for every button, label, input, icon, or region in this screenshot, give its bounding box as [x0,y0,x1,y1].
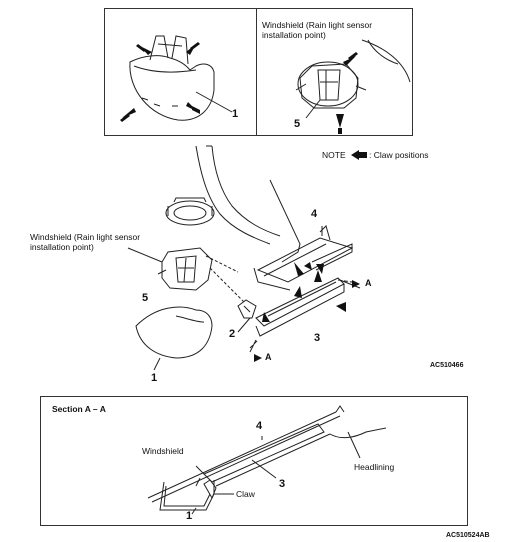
top-left-part-1-label: 1 [232,108,239,120]
section-title: Section A – A [52,404,106,414]
windshield-outline [195,145,301,263]
bracket-top-right-drawing [295,39,411,119]
section-part-1-label: 1 [186,510,193,522]
section-marker-right: A [365,278,372,288]
section-headlining-label: Headlining [354,462,395,472]
cover-top-left-drawing [129,35,233,121]
part-1-drawing [135,306,213,371]
claw-arrows-top-right [336,52,358,134]
section-claw-label: Claw [236,489,255,499]
note-label: NOTE [322,150,346,160]
main-windshield-label-line2: installation point) [30,242,94,252]
section-a-a-drawing [147,405,387,515]
top-right-part-5-label: 5 [294,118,301,130]
part-3-drawing [255,277,345,337]
section-marker-left: A [265,352,272,362]
main-part-3-label: 3 [314,332,321,344]
section-frame [40,396,468,526]
claw-arrows-top-left [120,42,200,122]
main-part-2-label: 2 [229,328,236,340]
note-text: : Claw positions [369,150,429,160]
top-panel-divider [256,8,257,135]
footer-figure-code: AC510524AB [446,532,490,539]
top-right-windshield-label-line1: Windshield (Rain light sensor [262,20,373,30]
part-4-drawing [253,225,354,291]
claw-arrows-main [262,262,346,322]
section-part-3-label: 3 [279,478,286,490]
top-right-windshield-label-line2: installation point) [262,30,326,40]
main-part-5-label: 5 [142,292,149,304]
section-part-4-label: 4 [256,420,263,432]
sensor-ring-drawing [165,197,215,226]
part-2-drawing [237,299,257,333]
main-figure-code: AC510466 [430,362,464,369]
main-part-4-label: 4 [311,208,318,220]
section-windshield-label: Windshield [142,446,184,456]
section-a-arrows [254,280,360,362]
top-detail-frame [104,8,413,136]
part-5-drawing [157,247,245,303]
note-claw-arrow [351,150,367,160]
main-part-1-label: 1 [151,372,158,384]
main-windshield-label-line1: Windshield (Rain light sensor [30,232,141,242]
